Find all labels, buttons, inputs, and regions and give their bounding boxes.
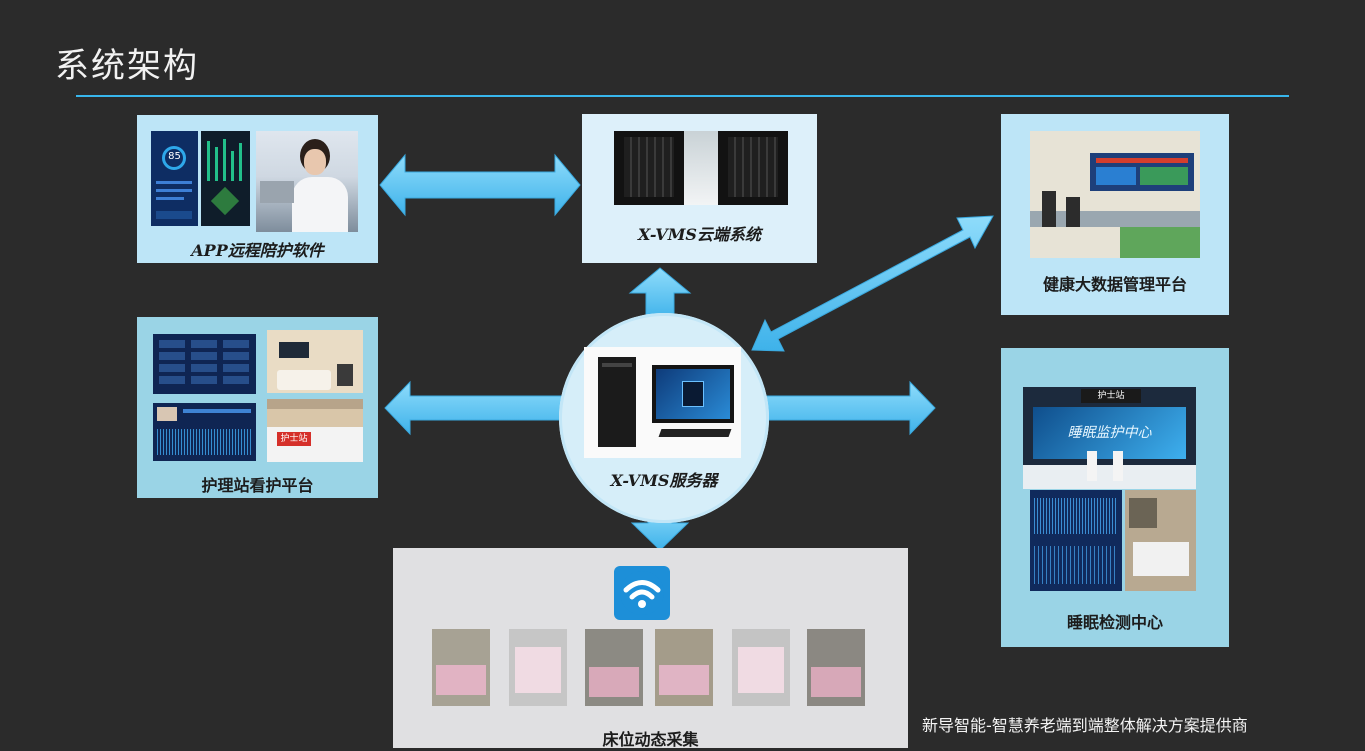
- page-title: 系统架构: [55, 46, 199, 86]
- arrow-server-nurse: [384, 380, 563, 436]
- app-panel: 85 APP远程陪护软件: [137, 115, 378, 263]
- nurse-sign: 护士站: [277, 432, 311, 446]
- arrow-server-sleep: [765, 380, 936, 436]
- sleep-bed-photo: [1125, 490, 1196, 591]
- sleep-label: 睡眠检测中心: [1066, 613, 1163, 632]
- server-pc-photo: [584, 347, 741, 458]
- cloud-datacenter-photo: [614, 131, 788, 205]
- nurse-station-desk-photo: [267, 330, 363, 393]
- health-label: 健康大数据管理平台: [1042, 275, 1187, 294]
- nurse-station-reception-photo: 护士站: [267, 399, 363, 462]
- app-phone-screen-2: [201, 131, 250, 226]
- bed-photo-3: [585, 629, 643, 706]
- bed-photo-2: [509, 629, 567, 706]
- app-label: APP远程陪护软件: [191, 241, 324, 260]
- nurse-panel: 护士站 护理站看护平台: [137, 317, 378, 498]
- app-photo-woman-phone: [256, 131, 358, 232]
- arrow-app-cloud: [379, 153, 581, 217]
- sleep-screen-text: 睡眠监护中心: [1033, 407, 1186, 459]
- bed-panel: 床位动态采集: [393, 548, 908, 749]
- cloud-panel: X-VMS云端系统: [582, 114, 817, 263]
- sleep-panel: 护士站 睡眠监护中心 睡眠检测中心: [1001, 348, 1229, 647]
- cloud-label: X-VMS云端系统: [637, 225, 761, 244]
- bed-photo-4: [655, 629, 713, 706]
- bed-photo-5: [732, 629, 790, 706]
- sleep-chart-screen: [1030, 490, 1122, 591]
- server-node: X-VMS服务器: [559, 313, 769, 523]
- health-panel: 健康大数据管理平台: [1001, 114, 1229, 315]
- arrow-server-health: [751, 215, 994, 352]
- health-monitor-room-photo: [1030, 131, 1200, 258]
- wifi-icon: [614, 566, 670, 620]
- nurse-chart-screen: [153, 403, 256, 461]
- sleep-sign: 护士站: [1081, 389, 1141, 403]
- bed-photo-1: [432, 629, 490, 706]
- sleep-center-photo: 护士站 睡眠监护中心: [1023, 387, 1196, 489]
- nurse-dashboard-grid-screen: [153, 334, 256, 394]
- app-phone-screen-1: 85: [151, 131, 198, 226]
- title-divider: [76, 95, 1289, 97]
- nurse-label: 护理站看护平台: [201, 476, 314, 495]
- bed-photo-6: [807, 629, 865, 706]
- phone-value: 85: [168, 151, 181, 162]
- footer-tagline: 新导智能-智慧养老端到端整体解决方案提供商: [922, 716, 1248, 735]
- bed-label: 床位动态采集: [602, 730, 699, 749]
- server-label: X-VMS服务器: [610, 471, 718, 490]
